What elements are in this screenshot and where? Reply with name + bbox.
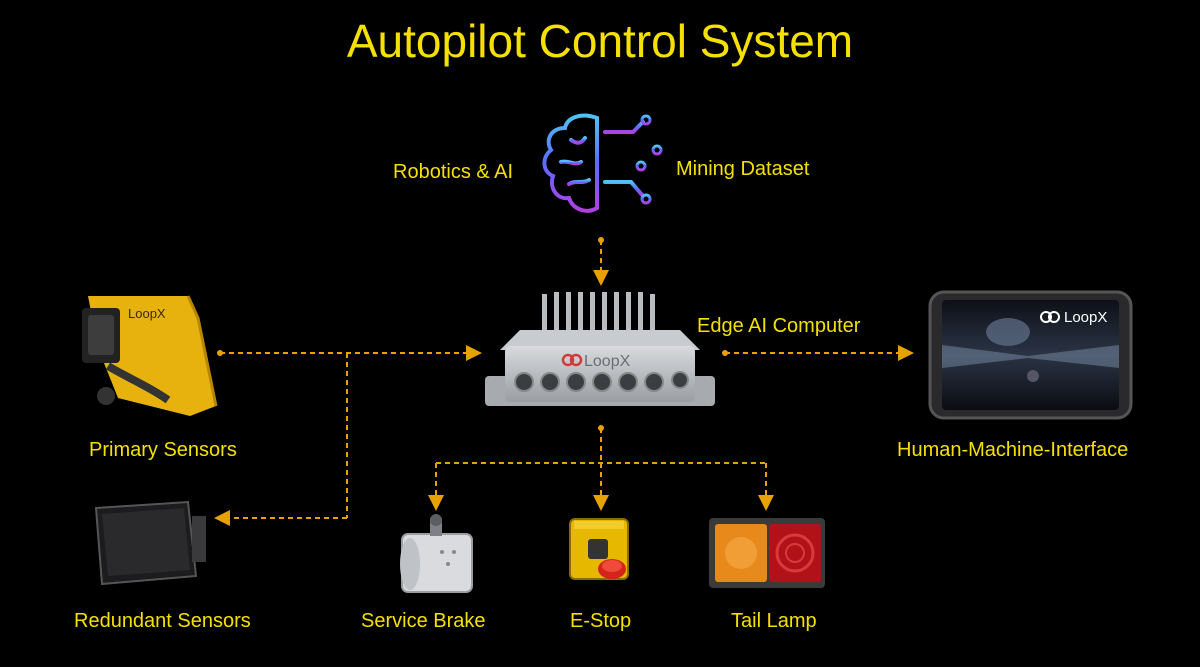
svg-text:LoopX: LoopX	[584, 353, 631, 370]
connector-dot-primary	[217, 350, 223, 356]
brain-circuit-icon	[542, 113, 663, 213]
redundant-sensors-image	[94, 500, 206, 586]
e-stop-label: E-Stop	[570, 610, 632, 632]
primary-sensors-image: LoopX	[82, 295, 218, 416]
tail-lamp-label: Tail Lamp	[731, 610, 817, 632]
connector-dot-hmi-side	[722, 350, 728, 356]
edge-ai-computer-label: Edge AI Computer	[697, 315, 861, 337]
robotics-ai-label: Robotics & AI	[393, 161, 514, 183]
service-brake-image	[400, 514, 473, 593]
service-brake-label: Service Brake	[361, 610, 486, 632]
edge-ai-computer-image: LoopX	[485, 292, 715, 406]
svg-text:LoopX: LoopX	[1064, 309, 1107, 326]
tail-lamp-image	[709, 518, 825, 588]
e-stop-image	[569, 518, 629, 580]
hmi-label: Human-Machine-Interface	[897, 439, 1129, 461]
redundant-sensors-label: Redundant Sensors	[74, 610, 251, 632]
connector-dot-bottom	[598, 425, 604, 431]
page-title: Autopilot Control System	[346, 15, 854, 67]
connector-dot-top	[598, 237, 604, 243]
primary-sensors-label: Primary Sensors	[89, 439, 237, 461]
hmi-tablet-image: LoopX	[928, 290, 1133, 420]
svg-text:LoopX: LoopX	[128, 306, 166, 321]
mining-dataset-label: Mining Dataset	[676, 158, 810, 180]
